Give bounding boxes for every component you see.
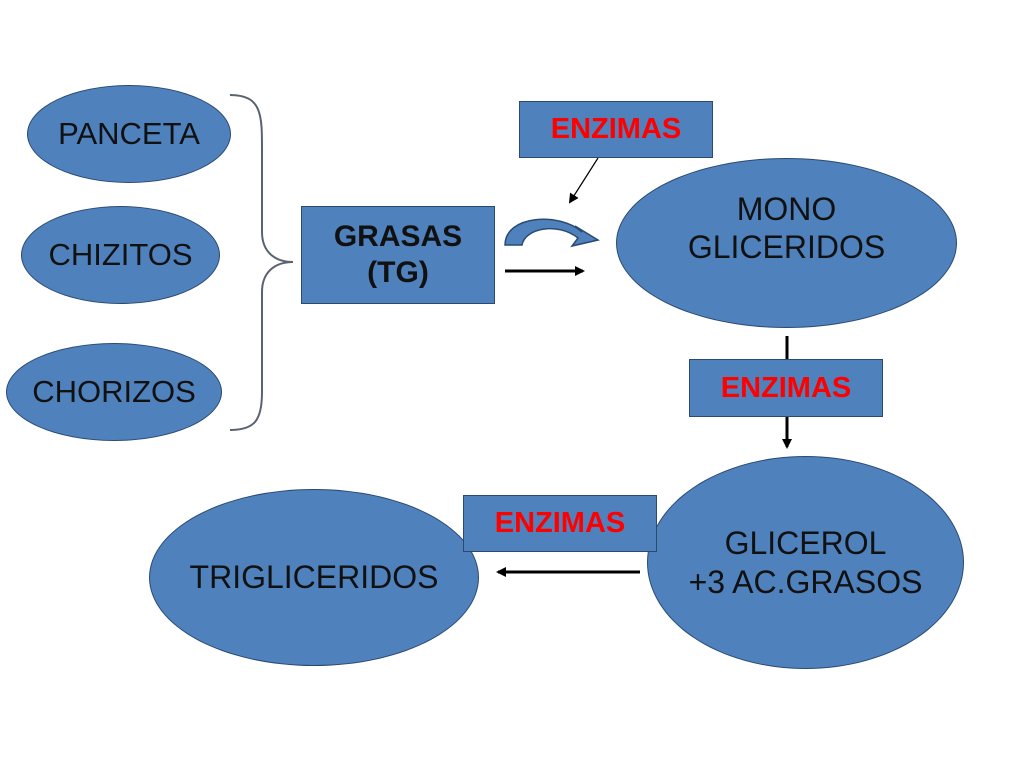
chorizos-node: CHORIZOS xyxy=(6,343,222,441)
curved-reaction-arrow xyxy=(504,218,600,248)
trigliceridos-node: TRIGLICERIDOS xyxy=(149,489,479,666)
enzimas-middle-box: ENZIMAS xyxy=(689,359,883,417)
enzimas-bottom-label: ENZIMAS xyxy=(494,507,626,540)
food-group-brace xyxy=(229,94,294,431)
enzimas-middle-label: ENZIMAS xyxy=(720,371,852,404)
chizitos-label: CHIZITOS xyxy=(48,237,193,273)
panceta-label: PANCETA xyxy=(58,116,200,152)
mono-line2: GLICERIDOS xyxy=(687,229,886,265)
trigliceridos-label: TRIGLICERIDOS xyxy=(189,559,439,596)
enzimas-bottom-box: ENZIMAS xyxy=(463,495,657,552)
panceta-node: PANCETA xyxy=(27,85,231,183)
enzimas-top-box: ENZIMAS xyxy=(519,101,713,158)
chizitos-node: CHIZITOS xyxy=(21,206,220,304)
enzimas-top-label: ENZIMAS xyxy=(550,113,682,146)
grasas-line1: GRASAS xyxy=(333,220,463,253)
glicerol-line2: +3 AC.GRASOS xyxy=(688,563,923,600)
grasas-line2: (TG) xyxy=(367,256,429,289)
mono-line1: MONO xyxy=(736,190,837,227)
arrow-enzimas-top xyxy=(568,157,599,204)
chorizos-label: CHORIZOS xyxy=(32,374,196,410)
glicerol-node: GLICEROL +3 AC.GRASOS xyxy=(647,456,964,669)
glicerol-line1: GLICEROL xyxy=(724,525,887,562)
grasas-box: GRASAS (TG) xyxy=(301,206,495,304)
monogliceridos-node: MONO GLICERIDOS xyxy=(616,158,957,328)
